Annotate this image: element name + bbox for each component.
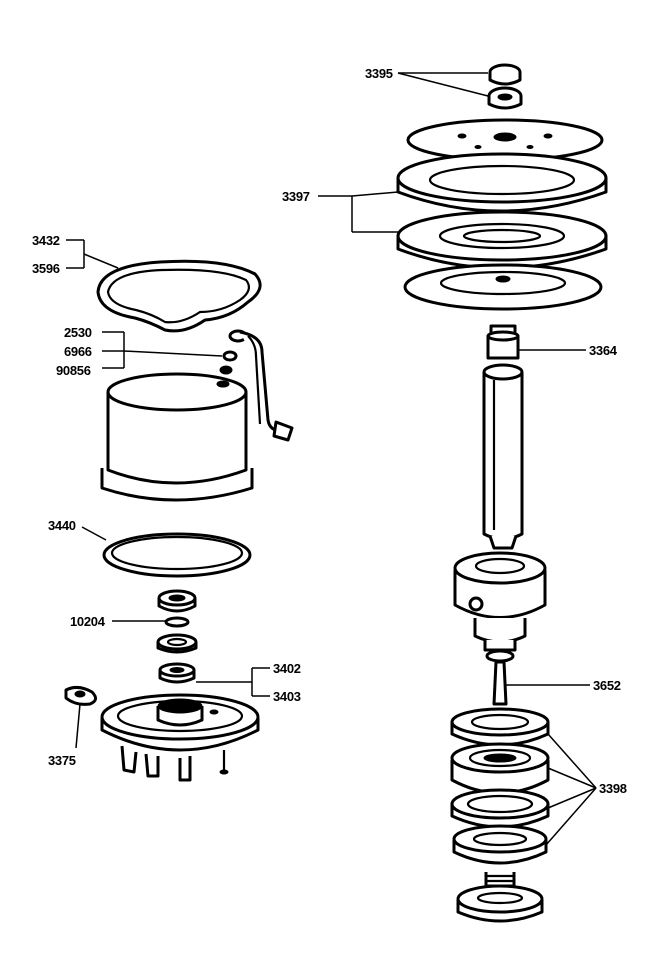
part-3398-seal-4 bbox=[452, 824, 548, 865]
shaft bbox=[482, 363, 524, 550]
part-3652-pin bbox=[485, 649, 515, 706]
part-3364-coupling bbox=[486, 324, 520, 360]
part-labels: 3395 3397 3432 3596 2530 6966 90856 3364… bbox=[32, 66, 627, 796]
canister bbox=[100, 372, 254, 502]
label-3397: 3397 bbox=[282, 189, 310, 204]
part-3398-seal-1 bbox=[450, 707, 550, 747]
label-2530: 2530 bbox=[64, 325, 92, 340]
label-3398: 3398 bbox=[599, 781, 627, 796]
label-3364: 3364 bbox=[589, 343, 618, 358]
lower-plate bbox=[403, 263, 603, 311]
label-3652: 3652 bbox=[593, 678, 621, 693]
base-plate bbox=[100, 693, 260, 782]
part-3432-gasket-ring bbox=[96, 259, 262, 333]
part-3375-clip bbox=[64, 685, 97, 706]
housing bbox=[453, 551, 547, 652]
label-90856: 90856 bbox=[56, 363, 91, 378]
part-3398-seal-3 bbox=[450, 788, 550, 829]
part-3402-washer bbox=[158, 662, 196, 684]
part-3395-nuts bbox=[487, 63, 523, 110]
label-3403: 3403 bbox=[273, 689, 301, 704]
label-3440: 3440 bbox=[48, 518, 76, 533]
label-6966: 6966 bbox=[64, 344, 92, 359]
label-3395: 3395 bbox=[365, 66, 393, 81]
label-10204: 10204 bbox=[70, 614, 106, 629]
part-3397-pulley-lower bbox=[396, 210, 608, 270]
leader-lines bbox=[66, 72, 597, 846]
part-2530-fitting bbox=[219, 329, 294, 442]
part-3440-o-ring bbox=[102, 532, 252, 578]
part-3398-seal-2 bbox=[450, 742, 550, 795]
part-10204-stack bbox=[156, 589, 198, 654]
label-3375: 3375 bbox=[48, 753, 76, 768]
label-3432: 3432 bbox=[32, 233, 60, 248]
part-3397-pulley-upper bbox=[396, 152, 608, 213]
top-plate bbox=[406, 118, 604, 162]
base-pulley bbox=[456, 872, 544, 923]
label-3402: 3402 bbox=[273, 661, 301, 676]
label-3596: 3596 bbox=[32, 261, 60, 276]
